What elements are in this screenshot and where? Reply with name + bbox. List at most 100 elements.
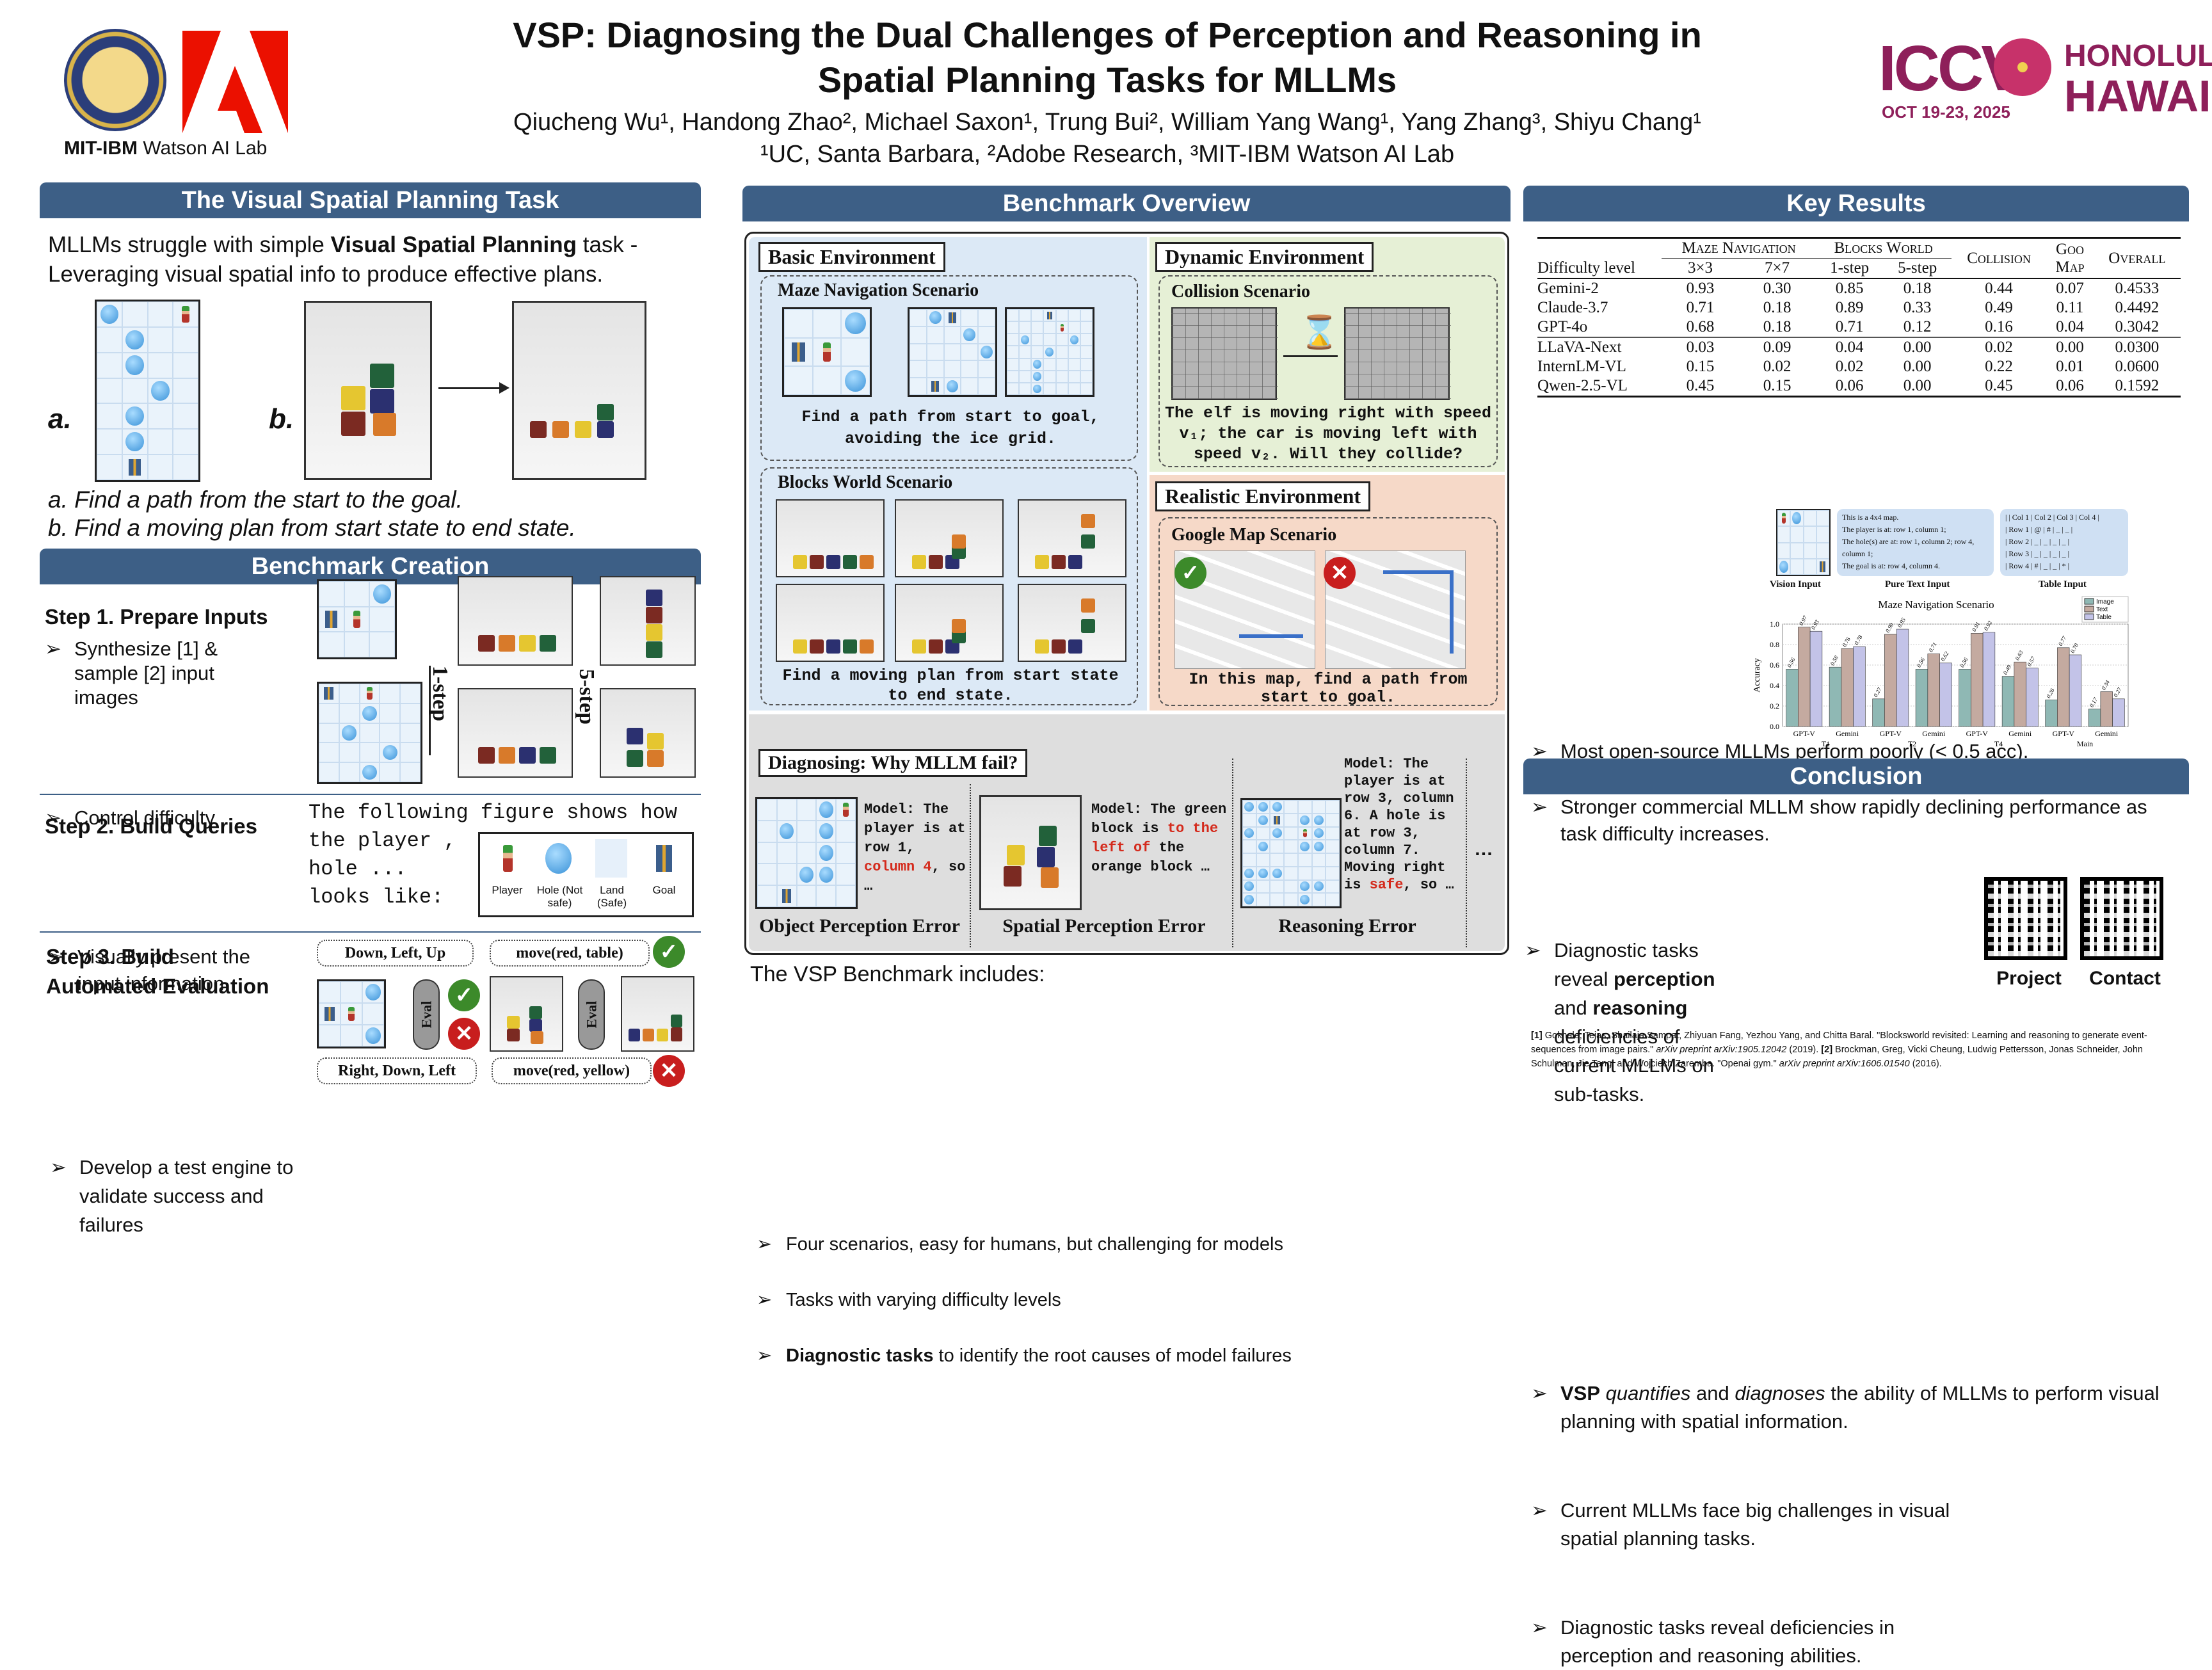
model-name: GPT-4o	[1537, 318, 1588, 335]
land-tile	[1242, 853, 1256, 867]
score-cell: 0.15	[1763, 377, 1791, 394]
land-tile	[344, 632, 370, 657]
land-tile	[97, 326, 122, 353]
land-tile	[319, 723, 339, 743]
maze-eval-image	[317, 979, 386, 1048]
y-tick-label: 1.0	[1770, 620, 1779, 629]
hole-tile	[362, 1025, 384, 1047]
land-tile	[943, 326, 961, 344]
land-tile	[1007, 370, 1020, 383]
land-tile	[1031, 309, 1044, 322]
bar-image	[1915, 669, 1928, 727]
land-tile	[1007, 346, 1020, 358]
land-tile	[910, 309, 927, 326]
land-tile	[1326, 893, 1340, 906]
hole-tile	[1311, 813, 1326, 827]
mit-ibm-logo-text: MIT-IBM Watson AI Lab	[64, 138, 268, 159]
spatial-perception-photo	[979, 795, 1082, 910]
land-tile	[1790, 526, 1804, 543]
contact-qr-code[interactable]	[2080, 877, 2163, 960]
score-cell: 0.00	[1903, 358, 1932, 375]
land-tile	[796, 820, 817, 842]
land-tile	[812, 366, 842, 395]
blocks-1step-end	[458, 688, 573, 778]
land-tile	[1297, 800, 1312, 814]
bar-image	[1872, 698, 1885, 727]
section-header-benchmark-overview: Benchmark Overview	[742, 186, 1511, 221]
hole-tile	[1242, 866, 1256, 880]
land-tile	[1080, 321, 1093, 334]
hole-tile	[369, 581, 395, 607]
land-tile	[1055, 370, 1068, 383]
cross-icon: ✕	[653, 1055, 685, 1087]
step1-bullet-2: Control difficulty	[45, 806, 2212, 830]
land-tile	[1007, 321, 1020, 334]
land-tile	[1326, 813, 1340, 827]
x-tick-label: Gemini	[2008, 729, 2032, 738]
land-tile	[1816, 510, 1829, 527]
eval-engine-label: Eval	[418, 1000, 435, 1029]
land-tile	[943, 343, 961, 361]
hole-tile	[1297, 840, 1312, 853]
hole-tile	[1242, 826, 1256, 840]
land-tile	[341, 981, 362, 1003]
score-cell: 0.03	[1686, 339, 1715, 356]
bar-image	[2088, 709, 2101, 727]
goal-tile	[776, 885, 797, 907]
realistic-env-title: Realistic Environment	[1155, 481, 1371, 511]
land-tile	[757, 863, 777, 886]
goal-tile	[1270, 813, 1285, 827]
land-tile	[926, 360, 944, 378]
land-tile	[1043, 382, 1056, 395]
hole-tile	[1043, 346, 1056, 358]
check-icon: ✓	[1174, 557, 1206, 589]
project-qr-code[interactable]	[1984, 877, 2067, 960]
land-tile	[1055, 309, 1068, 322]
score-cell: 0.45	[1686, 377, 1715, 394]
score-cell: 0.33	[1903, 299, 1932, 316]
hole-tile	[1242, 879, 1256, 894]
land-tile	[1790, 542, 1804, 559]
land-tile	[122, 378, 148, 404]
player-tile	[173, 301, 198, 327]
land-tile	[910, 378, 927, 395]
land-tile	[339, 762, 360, 782]
query-text-block: The following figure shows how the playe…	[309, 799, 705, 955]
eval-engine-label: Eval	[583, 1000, 600, 1029]
land-tile	[1284, 826, 1298, 840]
land-tile	[1777, 542, 1791, 559]
land-tile	[1019, 382, 1032, 395]
section-header-conclusion: Conclusion	[1523, 759, 2189, 794]
iccv-logo: ICCV OCT 19-23, 2025 HONOLULU HAWAII	[1879, 33, 2212, 122]
score-cell: 0.02	[1985, 339, 2013, 356]
blocks-5step-end	[600, 688, 696, 778]
hole-tile	[1068, 333, 1080, 346]
maze-correct-plan: Down, Left, Up	[317, 940, 474, 967]
affiliations: ¹UC, Santa Barbara, ²Adobe Research, ³MI…	[760, 141, 1455, 168]
hole-tile	[339, 723, 360, 743]
score-cell: 0.30	[1763, 280, 1791, 297]
land-tile	[776, 863, 797, 886]
bar-text	[2014, 661, 2026, 727]
goal-tile	[319, 1003, 341, 1025]
hole-tile	[1031, 370, 1044, 383]
land-tile	[836, 863, 856, 886]
land-tile	[757, 885, 777, 907]
land-tile	[1007, 382, 1020, 395]
player-tile	[344, 606, 370, 632]
score-cell: 0.93	[1686, 280, 1715, 297]
land-tile	[1242, 840, 1256, 853]
land-tile	[319, 581, 344, 607]
hole-tile	[1256, 840, 1270, 853]
player-tile	[1055, 321, 1068, 334]
land-tile	[1068, 358, 1080, 371]
diagnosing-title: Diagnosing: Why MLLM fail?	[758, 749, 1028, 777]
blocks-start-photo	[304, 301, 432, 480]
land-tile	[97, 454, 122, 480]
score-cell: 0.15	[1686, 358, 1715, 375]
reasoning-model-output: Model: The player is at row 3, column 6.…	[1344, 756, 1454, 893]
bar-text	[2100, 691, 2113, 727]
land-tile	[1803, 510, 1816, 527]
